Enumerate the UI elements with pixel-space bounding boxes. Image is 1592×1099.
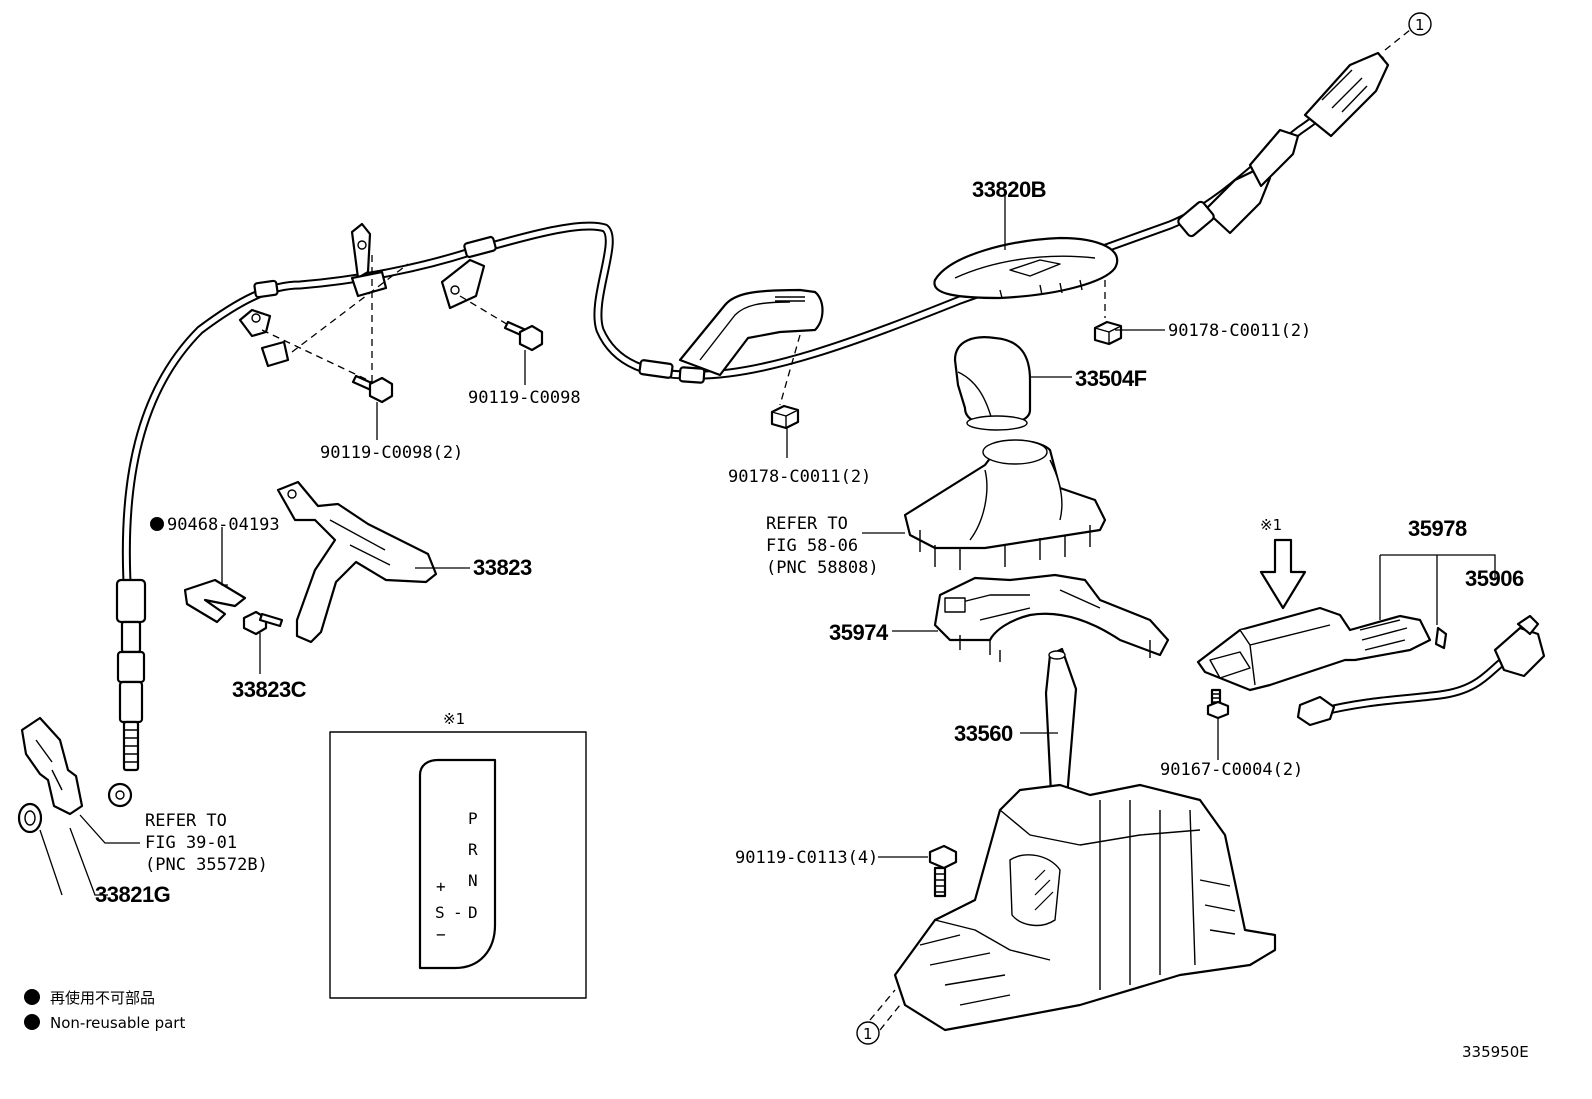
marker-top-label: 1 [1415,16,1425,34]
console-bezel [903,439,1107,570]
gate-n: N [468,871,478,890]
shift-switch-module [1196,606,1432,692]
bolt-33823c [242,610,284,636]
label-90119-c0098-a: 90119-C0098 [468,388,581,408]
label-35974: 35974 [829,620,889,645]
bolt-90119-c0113 [928,844,958,898]
shift-pattern-box [329,731,587,999]
clip-35978 [1434,626,1448,650]
circle-marker-top [1408,12,1432,36]
bolt-90167-c0004 [1206,688,1230,720]
ref-cable-line1: REFER TO [145,811,227,831]
bolt-90119-c0098-b [351,374,394,404]
legend-dot-jp [24,989,40,1005]
ref-mark-box: ※1 [443,710,465,728]
bushing-33821g [17,802,43,834]
legend-en: Non-reusable part [50,1014,185,1032]
label-33504f: 33504F [1075,366,1147,391]
marker-bottom-label: 1 [863,1025,873,1043]
reference-arrow [1259,538,1307,610]
gate-r: R [468,840,478,859]
label-35978: 35978 [1408,516,1467,541]
label-90178-top: 90178-C0011(2) [1168,321,1311,341]
bracket-33820b [933,236,1119,300]
legend-dot-en [24,1014,40,1030]
label-33820b: 33820B [972,177,1046,202]
gate-s: S [435,903,445,922]
nut-90178-mid [770,404,800,430]
figure-id: 335950E [1462,1043,1529,1061]
ref-mark-arrow: ※1 [1260,516,1282,534]
ref-console-line3: (PNC 58808) [766,558,879,578]
ref-console-line2: FIG 58-06 [766,536,858,556]
label-33823c: 33823C [232,677,307,702]
label-90178-mid: 90178-C0011(2) [728,467,871,487]
gate-dash: - [453,903,463,922]
clip-90468-04193 [183,578,247,624]
label-35906: 35906 [1465,566,1524,591]
cable-clamp-mid [350,222,388,298]
label-90119-c0098-b: 90119-C0098(2) [320,443,463,463]
gate-plus: + [436,877,446,896]
cable-clamp-left [238,308,290,368]
shift-knob-33504f [953,336,1032,431]
gate-d: D [468,903,478,922]
circle-marker-bottom [856,1021,880,1045]
cable-clamp-right [440,258,486,310]
wire-harness-35906 [1296,614,1546,727]
label-90468-04193: 90468-04193 [167,515,280,535]
bracket-33823 [276,480,438,644]
gate-p: P [468,809,478,828]
shift-cable [107,51,1390,808]
cable-end-bracket [20,716,84,816]
ref-console-line1: REFER TO [766,514,848,534]
legend-jp: 再使用不可部品 [50,989,155,1007]
ref-cable-line2: FIG 39-01 [145,833,237,853]
indicator-housing-35974 [933,573,1170,662]
label-33560: 33560 [954,721,1013,746]
ref-cable-line3: (PNC 35572B) [145,855,268,875]
label-90167-c0004: 90167-C0004(2) [1160,760,1303,780]
label-33821g: 33821G [95,882,170,907]
bolt-90119-c0098-a [503,320,544,352]
non-reusable-dot-90468 [150,517,164,531]
nut-90178-top [1093,320,1123,346]
shift-lever-assembly-33560 [893,647,1277,1032]
label-90119-c0113: 90119-C0113(4) [735,848,878,868]
gate-minus: − [436,925,446,944]
label-33823: 33823 [473,555,532,580]
cable-bracket-middle [678,288,824,377]
